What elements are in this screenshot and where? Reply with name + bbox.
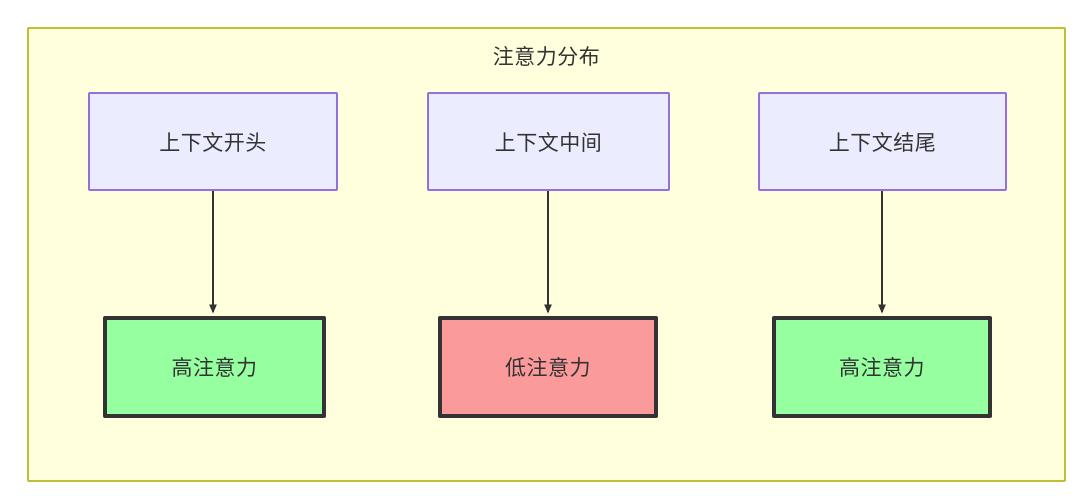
node-attention-high-start[interactable]: 高注意力 <box>103 316 326 418</box>
node-context-start[interactable]: 上下文开头 <box>88 92 338 191</box>
node-context-middle-label: 上下文中间 <box>494 131 603 155</box>
group-title: 注意力分布 <box>492 46 601 69</box>
node-attention-high-end-label: 高注意力 <box>839 357 925 380</box>
node-context-start-label: 上下文开头 <box>159 131 267 155</box>
node-attention-high-end[interactable]: 高注意力 <box>772 316 992 418</box>
node-context-end[interactable]: 上下文结尾 <box>758 92 1007 191</box>
node-attention-low-middle-label: 低注意力 <box>505 357 591 380</box>
node-attention-high-start-label: 高注意力 <box>171 357 258 380</box>
node-attention-low-middle[interactable]: 低注意力 <box>438 316 658 418</box>
node-context-end-label: 上下文结尾 <box>828 131 937 155</box>
node-context-middle[interactable]: 上下文中间 <box>427 92 670 191</box>
